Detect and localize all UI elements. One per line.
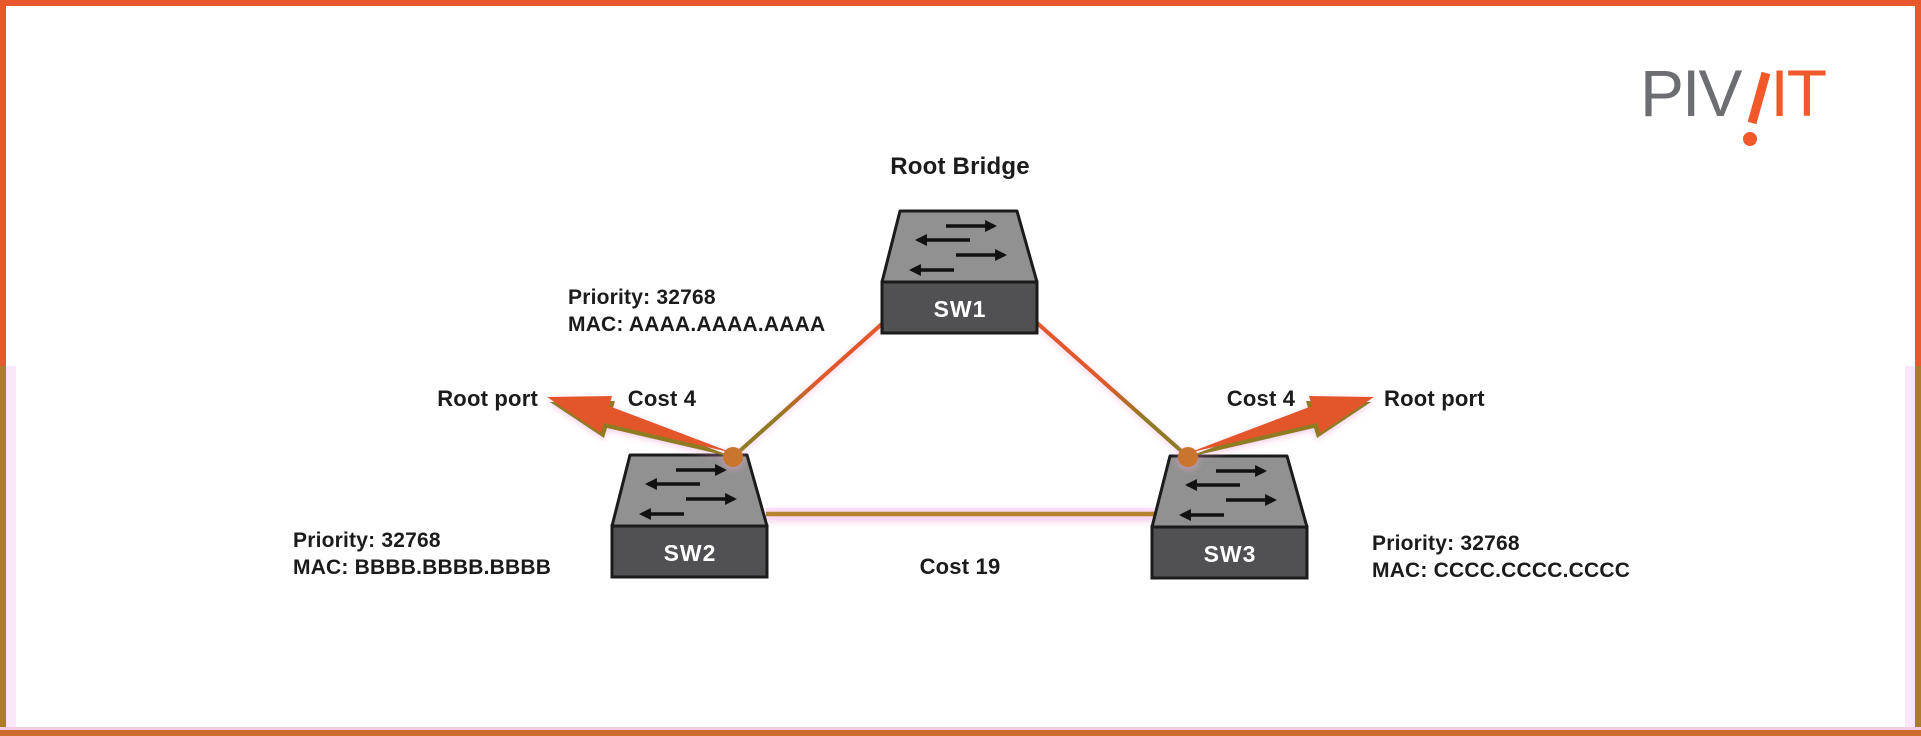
- sw1-info-block: Priority: 32768 MAC: AAAA.AAAA.AAAA: [568, 284, 825, 338]
- sw3-mac: MAC: CCCC.CCCC.CCCC: [1372, 559, 1631, 582]
- logo-text-piv: PIV: [1640, 56, 1742, 130]
- sw3-priority: Priority: 32768: [1372, 532, 1520, 555]
- sw1-mac: MAC: AAAA.AAAA.AAAA: [568, 313, 826, 336]
- root-port-label-right: Root port: [1384, 386, 1485, 411]
- sw2-mac: MAC: BBBB.BBBB.BBBB: [293, 556, 552, 579]
- frame-border-left: [0, 0, 6, 736]
- root-port-dot-sw2: [723, 447, 743, 467]
- frame-border-bottom: [0, 730, 1921, 736]
- root-bridge-label: Root Bridge: [890, 153, 1030, 180]
- link-sw1-sw3: [1034, 320, 1190, 459]
- pivit-logo: PIV IT: [1640, 56, 1827, 152]
- switch-sw1-label: SW1: [934, 296, 987, 322]
- logo-text-it: IT: [1770, 56, 1827, 130]
- frame-pink-strip-left: [6, 366, 16, 730]
- sw1-priority: Priority: 32768: [568, 286, 716, 309]
- root-port-arrow-right-icon: [1188, 396, 1374, 453]
- link-sw1-sw2: [731, 320, 886, 459]
- logo-exclamation-icon: [1743, 71, 1771, 146]
- frame-border-right: [1915, 0, 1921, 736]
- sw2-info-block: Priority: 32768 MAC: BBBB.BBBB.BBBB: [293, 527, 551, 581]
- root-port-arrow-left-icon: [547, 396, 733, 453]
- cost-label-sw1-sw2: Cost 4: [627, 386, 697, 411]
- frame-pink-strip-bottom: [0, 727, 1921, 730]
- cost-label-sw2-sw3: Cost 19: [919, 554, 1001, 579]
- cost-label-sw1-sw3: Cost 4: [1226, 386, 1296, 411]
- sw2-priority: Priority: 32768: [293, 529, 441, 552]
- root-port-label-left: Root port: [437, 386, 538, 411]
- root-port-dot-sw3: [1178, 447, 1198, 467]
- switch-sw2-label: SW2: [664, 540, 717, 566]
- sw3-info-block: Priority: 32768 MAC: CCCC.CCCC.CCCC: [1372, 530, 1630, 584]
- frame-border-top: [0, 0, 1921, 6]
- frame-pink-strip-right: [1905, 366, 1915, 730]
- switch-sw3-label: SW3: [1204, 541, 1257, 567]
